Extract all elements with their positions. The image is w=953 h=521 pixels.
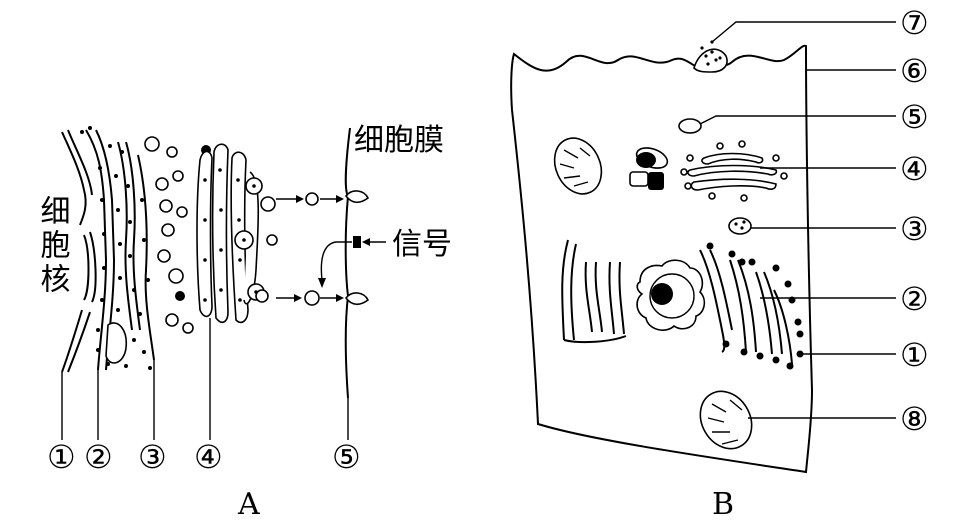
- a-caption: A: [237, 487, 260, 521]
- b-label-3: ③: [900, 210, 929, 248]
- a-label-3: ③: [138, 438, 167, 476]
- b-leader-lines: [699, 21, 896, 419]
- a-transport-vesicles: [144, 136, 211, 334]
- b-label-1: ①: [900, 336, 929, 374]
- b-mitochondrion-top: [553, 137, 603, 195]
- b-smooth-er: [561, 239, 627, 344]
- a-secretion-path: [276, 192, 386, 306]
- b-caption: B: [712, 487, 734, 521]
- a-nuclear-envelope: [61, 129, 97, 373]
- b-label-8: ⑧: [900, 400, 929, 438]
- a-label-4: ④: [194, 438, 223, 476]
- a-rough-er: [85, 129, 155, 371]
- a-membrane-label: 细胞膜: [354, 123, 444, 158]
- b-label-2: ②: [900, 280, 929, 318]
- a-label-2: ②: [84, 438, 113, 476]
- diagram-b: ⑦ ⑥ ⑤ ④ ③ ② ① ⑧ B: [510, 4, 929, 521]
- a-golgi-dots: [203, 168, 258, 302]
- a-ribosome-dots: [80, 126, 152, 370]
- b-golgi: [680, 140, 788, 202]
- b-label-4: ④: [900, 150, 929, 188]
- b-rough-er: [699, 249, 793, 365]
- a-golgi: [196, 143, 278, 324]
- b-label-6: ⑥: [900, 52, 929, 90]
- b-vesicle-5: [678, 118, 702, 134]
- b-mitochondrion-bottom: [699, 390, 753, 450]
- diagram-a: 细胞核: [35, 123, 453, 521]
- a-leader-lines: [61, 318, 349, 440]
- b-centrioles: [629, 147, 669, 190]
- a-nucleus-label: 细胞核: [35, 195, 71, 297]
- a-label-5: ⑤: [332, 438, 361, 476]
- b-label-5: ⑤: [900, 98, 929, 136]
- b-exocytosis: [693, 40, 728, 73]
- b-cell-membrane: [510, 44, 814, 474]
- a-signal-label: 信号: [392, 227, 452, 262]
- b-label-7: ⑦: [900, 4, 929, 42]
- b-number-labels: ⑦ ⑥ ⑤ ④ ③ ② ① ⑧: [900, 4, 929, 438]
- b-vesicle-3: [728, 217, 752, 235]
- a-label-1: ①: [47, 438, 76, 476]
- b-nucleus: [636, 259, 706, 331]
- b-ribosomes: [706, 242, 804, 370]
- a-cell-membrane: [344, 127, 370, 399]
- a-number-labels: ① ② ③ ④ ⑤: [47, 438, 361, 476]
